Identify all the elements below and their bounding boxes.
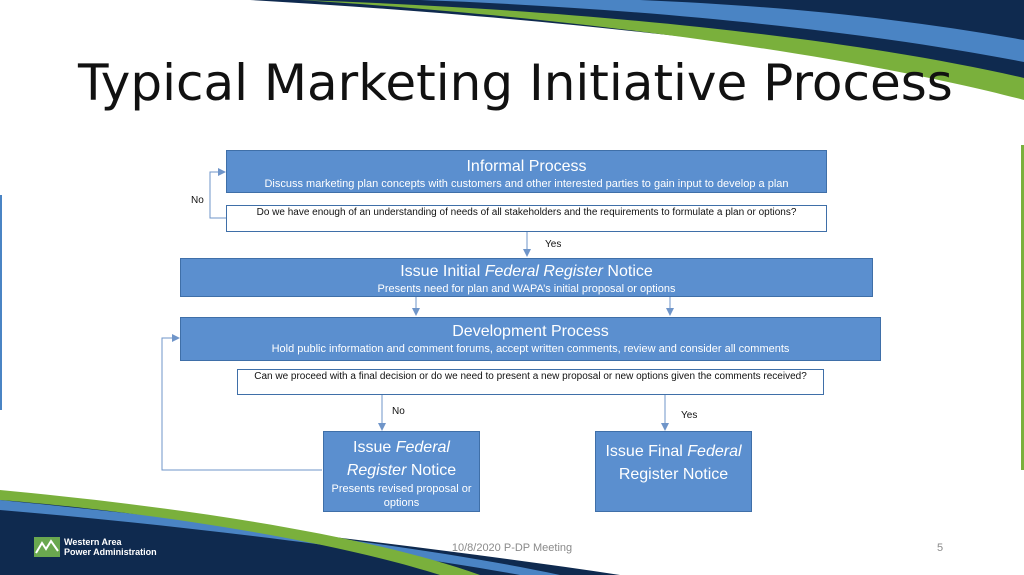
revised-notice-box: Issue Federal Register Notice Presents r…	[323, 431, 480, 512]
revised-notice-detail: Presents revised proposal or options	[331, 483, 472, 509]
no-label-1: No	[191, 195, 204, 206]
informal-process-heading: Informal Process	[466, 158, 587, 175]
logo-text: Western Area Power Administration	[64, 537, 157, 557]
revised-notice-heading: Issue Federal Register Notice	[346, 439, 457, 479]
wapa-logo: Western Area Power Administration	[34, 537, 157, 557]
slide-title: Typical Marketing Initiative Process	[78, 54, 953, 112]
no-label-2: No	[392, 406, 405, 417]
question2-text: Can we proceed with a final decision or …	[254, 371, 807, 382]
slide-number: 5	[937, 542, 944, 554]
lightning-logo-icon	[34, 537, 60, 557]
proceed-decision-question: Can we proceed with a final decision or …	[237, 369, 824, 395]
development-process-box: Development Process Hold public informat…	[180, 317, 881, 361]
development-process-heading: Development Process	[452, 323, 609, 340]
footer-date: 10/8/2020 P-DP Meeting	[451, 542, 573, 554]
development-process-detail: Hold public information and comment foru…	[271, 343, 790, 355]
initial-notice-detail: Presents need for plan and WAPA’s initia…	[377, 283, 676, 295]
initial-notice-box: Issue Initial Federal Register Notice Pr…	[180, 258, 873, 297]
initial-notice-heading: Issue Initial Federal Register Notice	[400, 263, 653, 280]
question1-text: Do we have enough of an understanding of…	[256, 207, 797, 218]
stakeholder-understanding-question: Do we have enough of an understanding of…	[226, 205, 827, 232]
yes-label-1: Yes	[545, 239, 562, 250]
informal-process-box: Informal Process Discuss marketing plan …	[226, 150, 827, 193]
final-notice-heading: Issue Final Federal Register Notice	[605, 443, 742, 483]
informal-process-detail: Discuss marketing plan concepts with cus…	[264, 178, 789, 190]
final-notice-box: Issue Final Federal Register Notice	[595, 431, 752, 512]
yes-label-2: Yes	[681, 410, 698, 421]
